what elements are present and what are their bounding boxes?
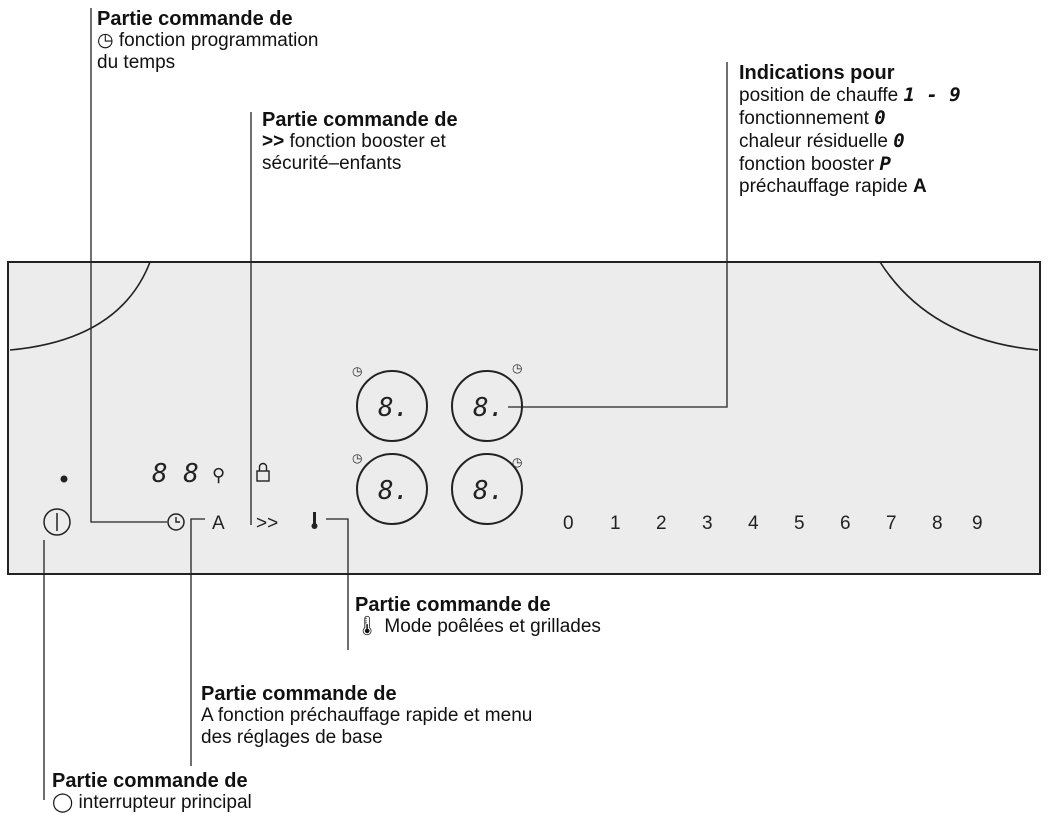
scale-digit: 3: [702, 513, 713, 534]
scale-digit: 9: [972, 513, 983, 534]
label-text: A fonction préchauffage rapide et menu: [201, 705, 533, 726]
zone-display-bottom-left: 8. ◷: [352, 451, 428, 525]
thermometer-icon: [311, 512, 318, 529]
preheat-key: A: [212, 513, 225, 534]
label-indications: Indications pour position de chauffe 1 -…: [739, 62, 961, 197]
label-title: Partie commande de: [201, 683, 397, 705]
timer-display: 8 8: [152, 459, 199, 489]
label-text: du temps: [97, 52, 176, 73]
label-text: fonction booster et: [289, 131, 446, 152]
scale-digit: 5: [794, 513, 805, 534]
label-text: des réglages de base: [201, 727, 383, 748]
label-title: Indications pour: [739, 62, 895, 84]
zone-display-top-right: 8. ◷: [451, 361, 523, 442]
label-text: sécurité–enfants: [262, 153, 402, 174]
scale-digit: 8: [932, 513, 943, 534]
leader-lines: [43, 8, 728, 800]
timer-small-icon: ◷: [352, 364, 362, 378]
zone-digit: 8.: [378, 476, 409, 506]
label-title: Partie commande de: [52, 770, 248, 792]
label-title: Partie commande de: [262, 109, 458, 131]
label-timer: Partie commande de ◷ fonction programmat…: [97, 8, 318, 74]
power-switch-icon: [43, 508, 71, 536]
scale-digit: 6: [840, 513, 851, 534]
label-text: interrupteur principal: [78, 792, 252, 813]
label-power: Partie commande de ◯ interrupteur princi…: [52, 770, 252, 814]
scale-digit: 7: [886, 513, 897, 534]
zone-display-bottom-right: 8. ◷: [451, 453, 523, 525]
timer-small-icon: ◷: [352, 451, 362, 465]
zone-digit: 8.: [473, 393, 504, 423]
right-zone-arc: [879, 261, 1039, 351]
label-text: fonction programmation: [118, 30, 319, 51]
wrench-icon: ⚲: [212, 465, 225, 485]
timer-small-icon: ◷: [512, 361, 522, 375]
clock-icon: [167, 513, 185, 531]
segment-symbol: 1 - 9: [903, 84, 961, 106]
zone-digit: 8.: [378, 393, 409, 423]
label-booster: Partie commande de >> fonction booster e…: [262, 109, 458, 175]
booster-icon-inline: >>: [262, 131, 285, 152]
scale-digit: 1: [610, 513, 621, 534]
scale-digit: 4: [748, 513, 759, 534]
label-preheat: Partie commande de A fonction préchauffa…: [201, 683, 532, 749]
thermometer-icon-inline: 🌡: [355, 616, 380, 637]
scale-digit: 2: [656, 513, 667, 534]
booster-key: >>: [256, 513, 278, 534]
power-icon-inline: ◯: [52, 792, 74, 813]
segment-symbol: A: [912, 176, 927, 197]
label-text: Mode poêlées et grillades: [384, 616, 601, 637]
timer-small-icon: ◷: [512, 455, 522, 469]
zone-display-top-left: 8. ◷: [352, 364, 428, 442]
zone-digit: 8.: [473, 476, 504, 506]
label-title: Partie commande de: [97, 8, 293, 30]
power-indicator-dot: [60, 475, 68, 483]
lock-icon: [256, 462, 270, 482]
segment-symbol: 0: [893, 130, 905, 152]
scale-digit: 0: [563, 513, 574, 534]
label-title: Partie commande de: [355, 594, 551, 616]
label-pans-mode: Partie commande de 🌡 Mode poêlées et gri…: [355, 594, 601, 638]
segment-symbol: P: [879, 153, 891, 175]
left-zone-arc: [9, 261, 151, 351]
segment-symbol: 0: [874, 107, 886, 129]
clock-icon-inline: ◷: [97, 30, 114, 51]
power-level-scale: 0 1 2 3 4 5 6 7 8 9: [563, 513, 983, 534]
